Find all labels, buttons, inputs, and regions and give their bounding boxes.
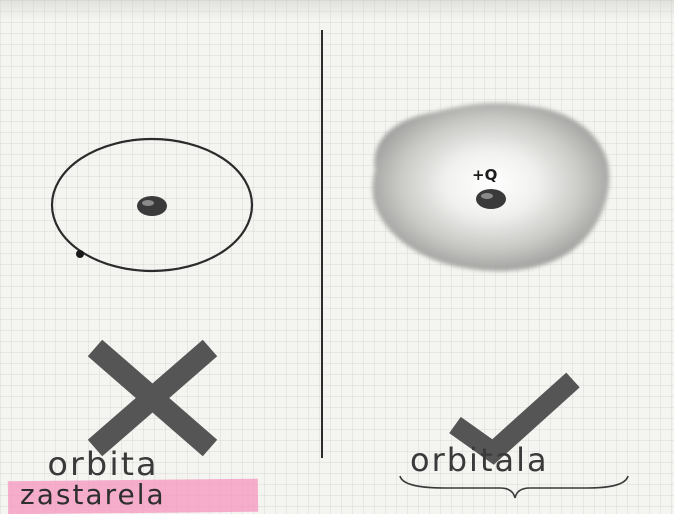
nucleus-highlight <box>481 193 493 199</box>
electron-cloud <box>373 103 610 271</box>
nucleus <box>137 196 167 216</box>
nucleus-charge-label: +Q <box>472 166 497 184</box>
electron-cloud-diagram <box>325 0 674 300</box>
electron <box>76 250 84 258</box>
divider-line <box>321 30 323 458</box>
left-panel: orbita zastarela <box>0 0 320 513</box>
nucleus-highlight <box>142 200 154 206</box>
bohr-orbit-diagram <box>0 0 320 300</box>
nucleus <box>476 189 506 209</box>
outdated-note: zastarela <box>20 478 166 511</box>
right-panel: +Q orbitala <box>325 0 674 513</box>
underbrace <box>325 470 674 510</box>
